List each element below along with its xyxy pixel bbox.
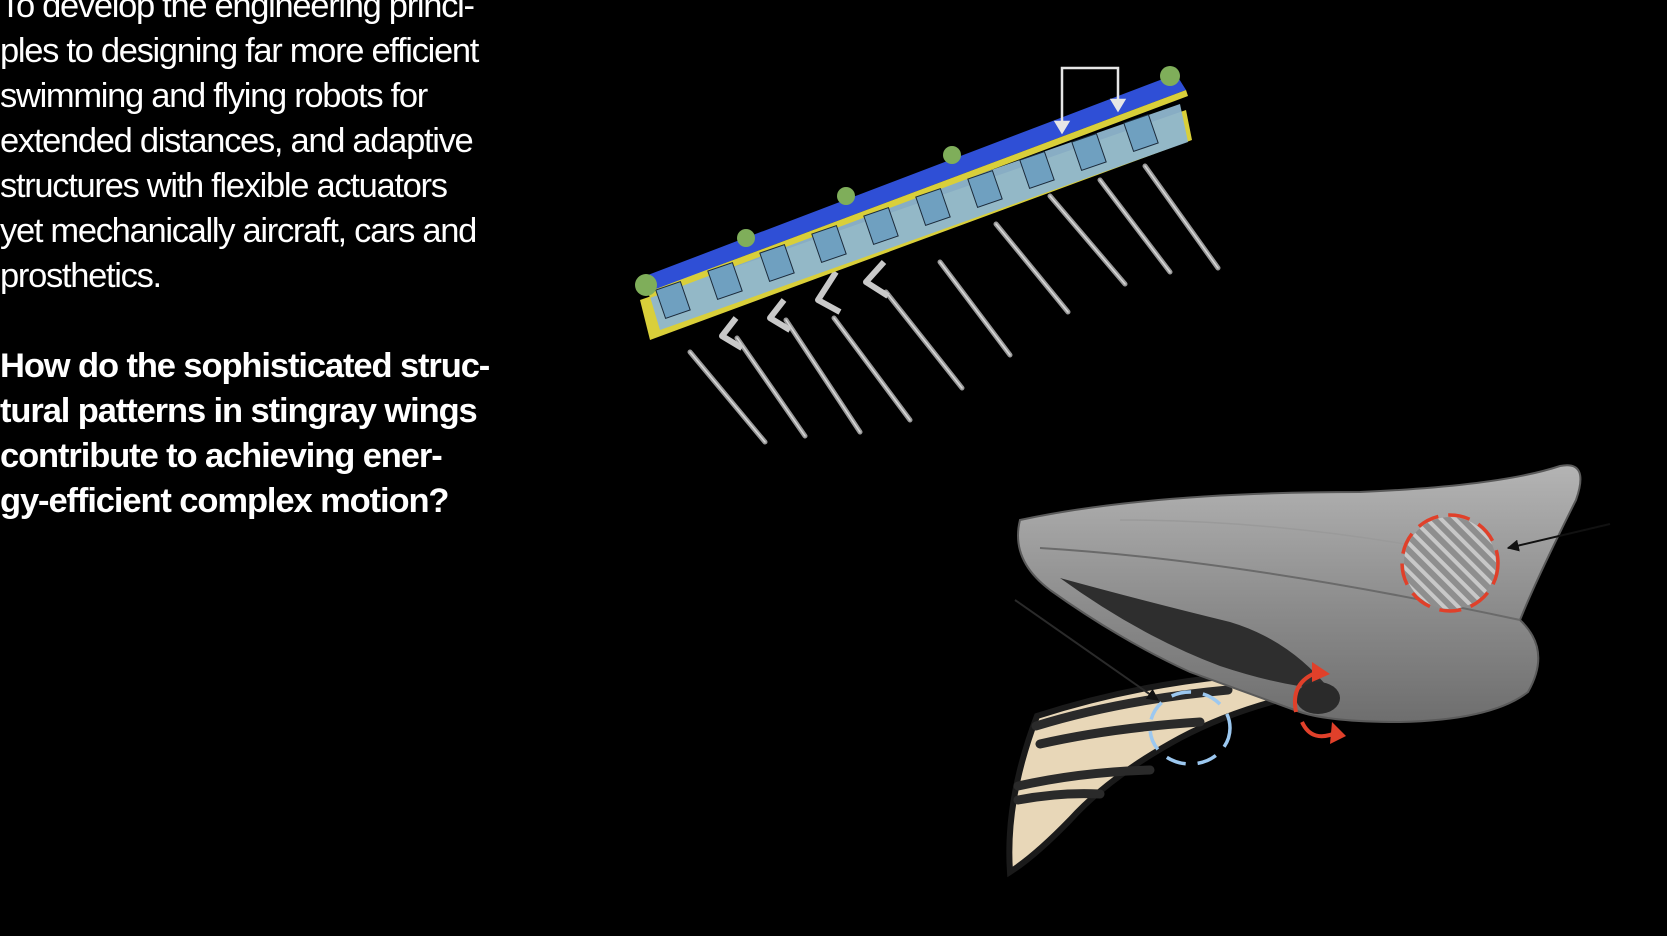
stiffness-region-outline-red bbox=[1400, 513, 1500, 613]
servo-units bbox=[655, 113, 1159, 320]
green-caps bbox=[635, 66, 1180, 296]
question-line: tural patterns in stingray wings bbox=[0, 392, 478, 430]
intro-line: ples to designing far more efficient bbox=[0, 32, 479, 70]
question-line: contribute to achieving ener- bbox=[0, 437, 443, 475]
joint-hub bbox=[1296, 682, 1340, 714]
stingray-wing-model bbox=[1006, 464, 1611, 878]
intro-line: To develop the engineering princi- bbox=[0, 0, 475, 25]
fin-rods-highlight bbox=[689, 165, 1219, 443]
robot-actuator-array bbox=[635, 66, 1221, 445]
text-column: To develop the engineering princi- ples … bbox=[0, 0, 540, 524]
research-question: How do the sophisticated struc- tural pa… bbox=[0, 344, 540, 524]
flex-region-blue bbox=[1148, 690, 1232, 766]
question-line: How do the sophisticated struc- bbox=[0, 347, 490, 385]
fin-ribbon bbox=[1006, 672, 1329, 878]
body-underside bbox=[1060, 578, 1330, 690]
rotation-arrow-head-bottom bbox=[1330, 722, 1346, 744]
servo-row bbox=[648, 104, 1188, 330]
rotation-arrow-head-top bbox=[1312, 662, 1330, 682]
stiffness-region bbox=[1404, 517, 1496, 609]
rod-brackets bbox=[719, 259, 890, 351]
intro-line: swimming and flying robots for bbox=[0, 77, 428, 115]
fin-ribs bbox=[1013, 685, 1233, 805]
intro-line: extended distances, and adaptive bbox=[0, 122, 474, 160]
intro-line: yet mechanically aircraft, cars and bbox=[0, 212, 477, 250]
fin-pointer-arrow bbox=[1014, 599, 1159, 701]
intro-line: structures with flexible actuators bbox=[0, 167, 448, 205]
stiffness-pointer-arrow bbox=[1506, 523, 1611, 552]
top-rail bbox=[640, 74, 1186, 292]
bracket-marker bbox=[1053, 66, 1127, 135]
question-line: gy-efficient complex motion? bbox=[0, 482, 450, 520]
intro-paragraph: To develop the engineering princi- ples … bbox=[0, 0, 540, 299]
intro-line: prosthetics. bbox=[0, 257, 162, 295]
